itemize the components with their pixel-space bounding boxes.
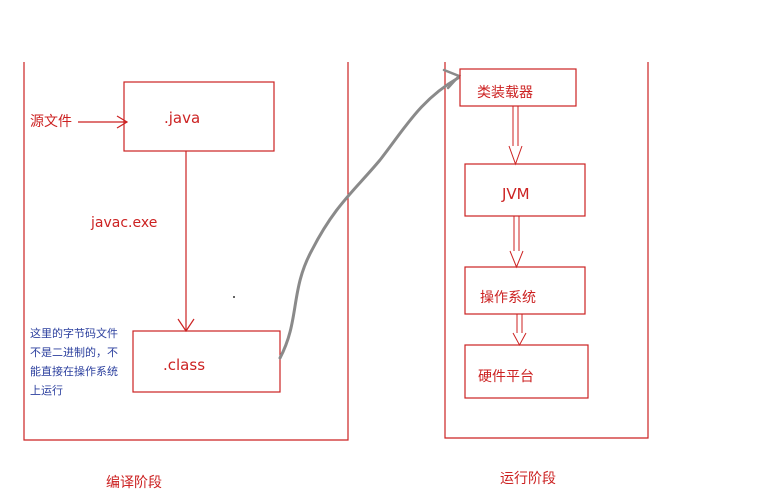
runtime-stage-frame xyxy=(444,62,649,439)
jvm-box xyxy=(464,163,586,217)
source-file-label: 源文件 xyxy=(30,114,72,130)
hardware-label: 硬件平台 xyxy=(478,369,534,385)
java-file-label: .java xyxy=(164,109,201,127)
classloader-to-jvm-arrow xyxy=(508,106,523,166)
jvm-label: JVM xyxy=(502,185,530,203)
javac-label: javac.exe xyxy=(91,215,158,231)
compile-stage-label: 编译阶段 xyxy=(106,475,162,491)
hardware-box xyxy=(464,344,589,399)
java-box xyxy=(123,81,275,152)
jvm-to-os-arrow xyxy=(509,216,524,269)
bytecode-note: 这里的字节码文件不是二进制的，不能直接在操作系统上运行 xyxy=(30,327,118,397)
class-box xyxy=(132,330,281,393)
os-to-hardware-arrow xyxy=(512,314,527,347)
source-arrow xyxy=(78,115,129,129)
compile-stage-frame xyxy=(23,62,349,441)
load-curve-arrowhead xyxy=(442,68,462,90)
javac-arrow xyxy=(177,151,195,333)
load-curve xyxy=(278,76,460,360)
classloader-label: 类装载器 xyxy=(477,85,533,101)
runtime-stage-label: 运行阶段 xyxy=(500,471,556,487)
stray-dot xyxy=(233,296,235,298)
class-file-label: .class xyxy=(163,356,206,374)
os-box xyxy=(464,266,586,315)
os-label: 操作系统 xyxy=(480,290,536,306)
